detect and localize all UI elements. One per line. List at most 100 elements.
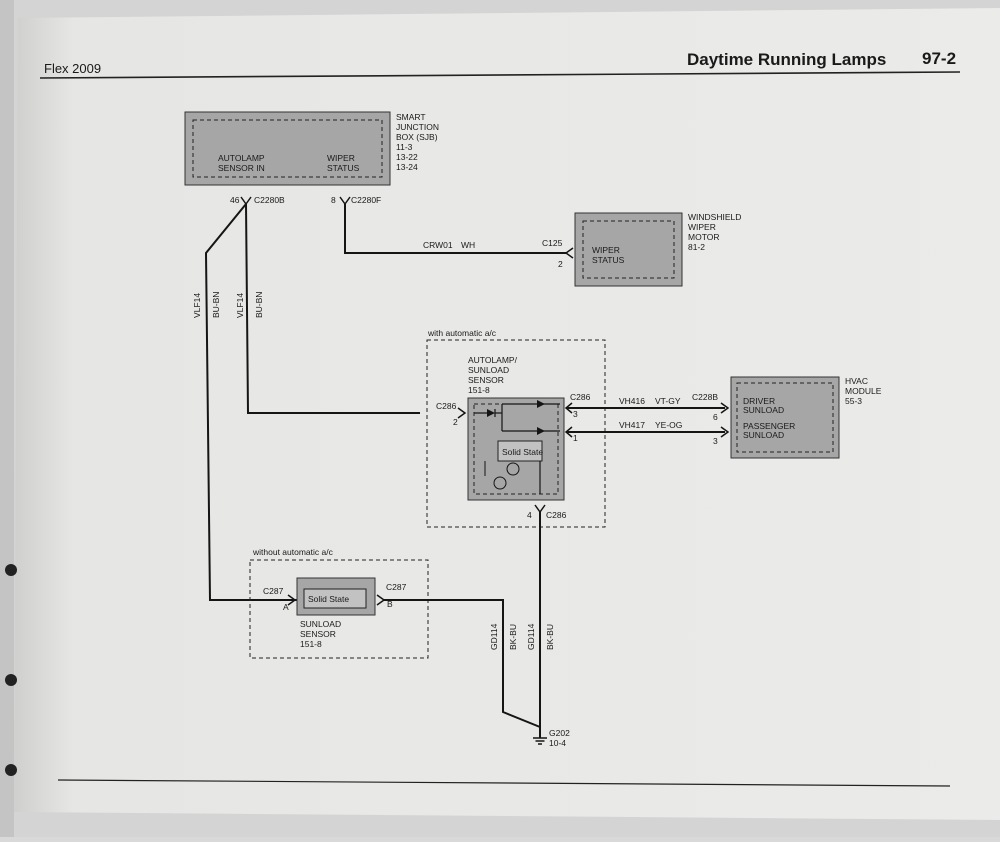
manual-solid-state-label: Solid State	[308, 594, 349, 604]
autolamp-sunload-sensor: Solid State	[467, 397, 565, 501]
pin-arrow	[720, 426, 730, 438]
hvac-driver-1: DRIVER	[743, 396, 775, 406]
auto-sensor-name-3: SENSOR	[468, 375, 504, 385]
hvac-passenger-1: PASSENGER	[743, 421, 795, 431]
hvac-connector: C228B	[692, 392, 718, 402]
wire-label-bubn: BU-BN	[211, 292, 221, 318]
hvac-pin-passenger: 3	[713, 436, 718, 446]
auto-conn-bottom: C286	[546, 510, 567, 520]
wiper-status-label-2: STATUS	[592, 255, 625, 265]
auto-solid-state-box	[497, 440, 543, 462]
sjb-autolamp-label-1: AUTOLAMP	[218, 153, 265, 163]
auto-pin-left: 2	[453, 417, 458, 427]
binding-edge	[0, 0, 14, 837]
sjb-name-2: JUNCTION	[396, 122, 439, 132]
manual-sensor-name-3: 151-8	[300, 639, 322, 649]
pin-arrow	[720, 402, 730, 414]
smart-junction-box: AUTOLAMP SENSOR IN WIPER STATUS	[184, 111, 391, 186]
manual-pin-a: A	[283, 602, 289, 612]
sjb-name-3: BOX (SJB)	[396, 132, 438, 142]
sunload-sensor: Solid State	[296, 577, 376, 616]
pin-arrow	[457, 407, 467, 419]
hvac-pin-driver: 6	[713, 412, 718, 422]
wire-vh417-color: YE-OG	[655, 420, 682, 430]
wiper-status-label-1: WIPER	[592, 245, 620, 255]
ground-id: G202	[549, 728, 570, 738]
wire-label-bkbu: BK-BU	[508, 624, 518, 650]
wire-vh416-color: VT-GY	[655, 396, 681, 406]
wire-label-vlf14: VLF14	[192, 293, 202, 318]
wiper-connector: C125	[542, 238, 563, 248]
page-title: Daytime Running Lamps	[687, 50, 886, 69]
diode-icon	[537, 400, 545, 408]
wire-crw01-color: WH	[461, 240, 475, 250]
sjb-name-6: 13-24	[396, 162, 418, 172]
pin-arrow	[287, 594, 297, 606]
sjb-name-1: SMART	[396, 112, 426, 122]
wire-label-bubn: BU-BN	[254, 292, 264, 318]
page-number: 97-2	[922, 49, 956, 68]
binding-ring	[5, 764, 17, 776]
sjb-autolamp-label-2: SENSOR IN	[218, 163, 265, 173]
binding-ring	[5, 564, 17, 576]
hvac-name-3: 55-3	[845, 396, 862, 406]
wire-label-gd114: GD114	[489, 623, 499, 650]
auto-ac-caption: with automatic a/c	[427, 328, 497, 338]
header-rule	[39, 71, 961, 79]
wire-label-bkbu: BK-BU	[545, 624, 555, 650]
binding-ring	[5, 674, 17, 686]
phototransistor-icon	[493, 476, 507, 490]
sjb-pin-wiper: 8	[331, 195, 336, 205]
auto-sensor-name-1: AUTOLAMP/	[468, 355, 518, 365]
phototransistor-icon	[506, 462, 520, 476]
manual-sensor-name-1: SUNLOAD	[300, 619, 341, 629]
auto-conn-right: C286	[570, 392, 591, 402]
sjb-name-5: 13-22	[396, 152, 418, 162]
hvac-name-1: HVAC	[845, 376, 868, 386]
wire-label-vlf14: VLF14	[235, 293, 245, 318]
diode-icon	[537, 427, 545, 435]
manual-pin-b: B	[387, 599, 393, 609]
wire-vh416-label: VH416	[619, 396, 645, 406]
sjb-conn-wiper: C2280F	[351, 195, 381, 205]
auto-sensor-name-2: SUNLOAD	[468, 365, 509, 375]
ground-ref: 10-4	[549, 738, 566, 748]
sjb-pin-autolamp: 46	[230, 195, 240, 205]
wire-crw01: CRW01	[423, 240, 453, 250]
auto-pin-4: 4	[527, 510, 532, 520]
wire-vh417-label: VH417	[619, 420, 645, 430]
auto-solid-state-label: Solid State	[502, 447, 543, 457]
wiper-motor-name-3: MOTOR	[688, 232, 719, 242]
footer-rule	[57, 779, 951, 787]
diode-icon	[487, 409, 495, 417]
auto-pin-3: 3	[573, 409, 578, 419]
sjb-name-4: 11-3	[396, 142, 413, 152]
auto-conn-left: C286	[436, 401, 457, 411]
manual-conn-a: C287	[263, 586, 284, 596]
manual-sensor-name-2: SENSOR	[300, 629, 336, 639]
wire-label-gd114: GD114	[526, 623, 536, 650]
sjb-wiper-label-1: WIPER	[327, 153, 355, 163]
sjb-wiper-label-2: STATUS	[327, 163, 360, 173]
manual-conn-b: C287	[386, 582, 407, 592]
wiper-motor-name-2: WIPER	[688, 222, 716, 232]
auto-sensor-name-4: 151-8	[468, 385, 490, 395]
wire-gd114-manual	[384, 599, 541, 728]
wiper-motor-name-1: WINDSHIELD	[688, 212, 741, 222]
ground-icon	[533, 737, 547, 745]
wire-vlf14-auto	[245, 203, 420, 414]
manual-ac-caption: without automatic a/c	[252, 547, 334, 557]
wire-crw01-path	[344, 204, 566, 254]
header-model: Flex 2009	[44, 61, 101, 76]
wiper-motor: WIPER STATUS	[574, 212, 683, 287]
wire-vlf14-manual	[204, 203, 305, 601]
hvac-passenger-2: SUNLOAD	[743, 430, 784, 440]
sjb-conn-autolamp: C2280B	[254, 195, 285, 205]
manual-ac-frame	[249, 559, 429, 659]
hvac-name-2: MODULE	[845, 386, 882, 396]
hvac-module: DRIVER SUNLOAD PASSENGER SUNLOAD	[730, 376, 840, 459]
hvac-driver-2: SUNLOAD	[743, 405, 784, 415]
wiper-motor-name-4: 81-2	[688, 242, 705, 252]
